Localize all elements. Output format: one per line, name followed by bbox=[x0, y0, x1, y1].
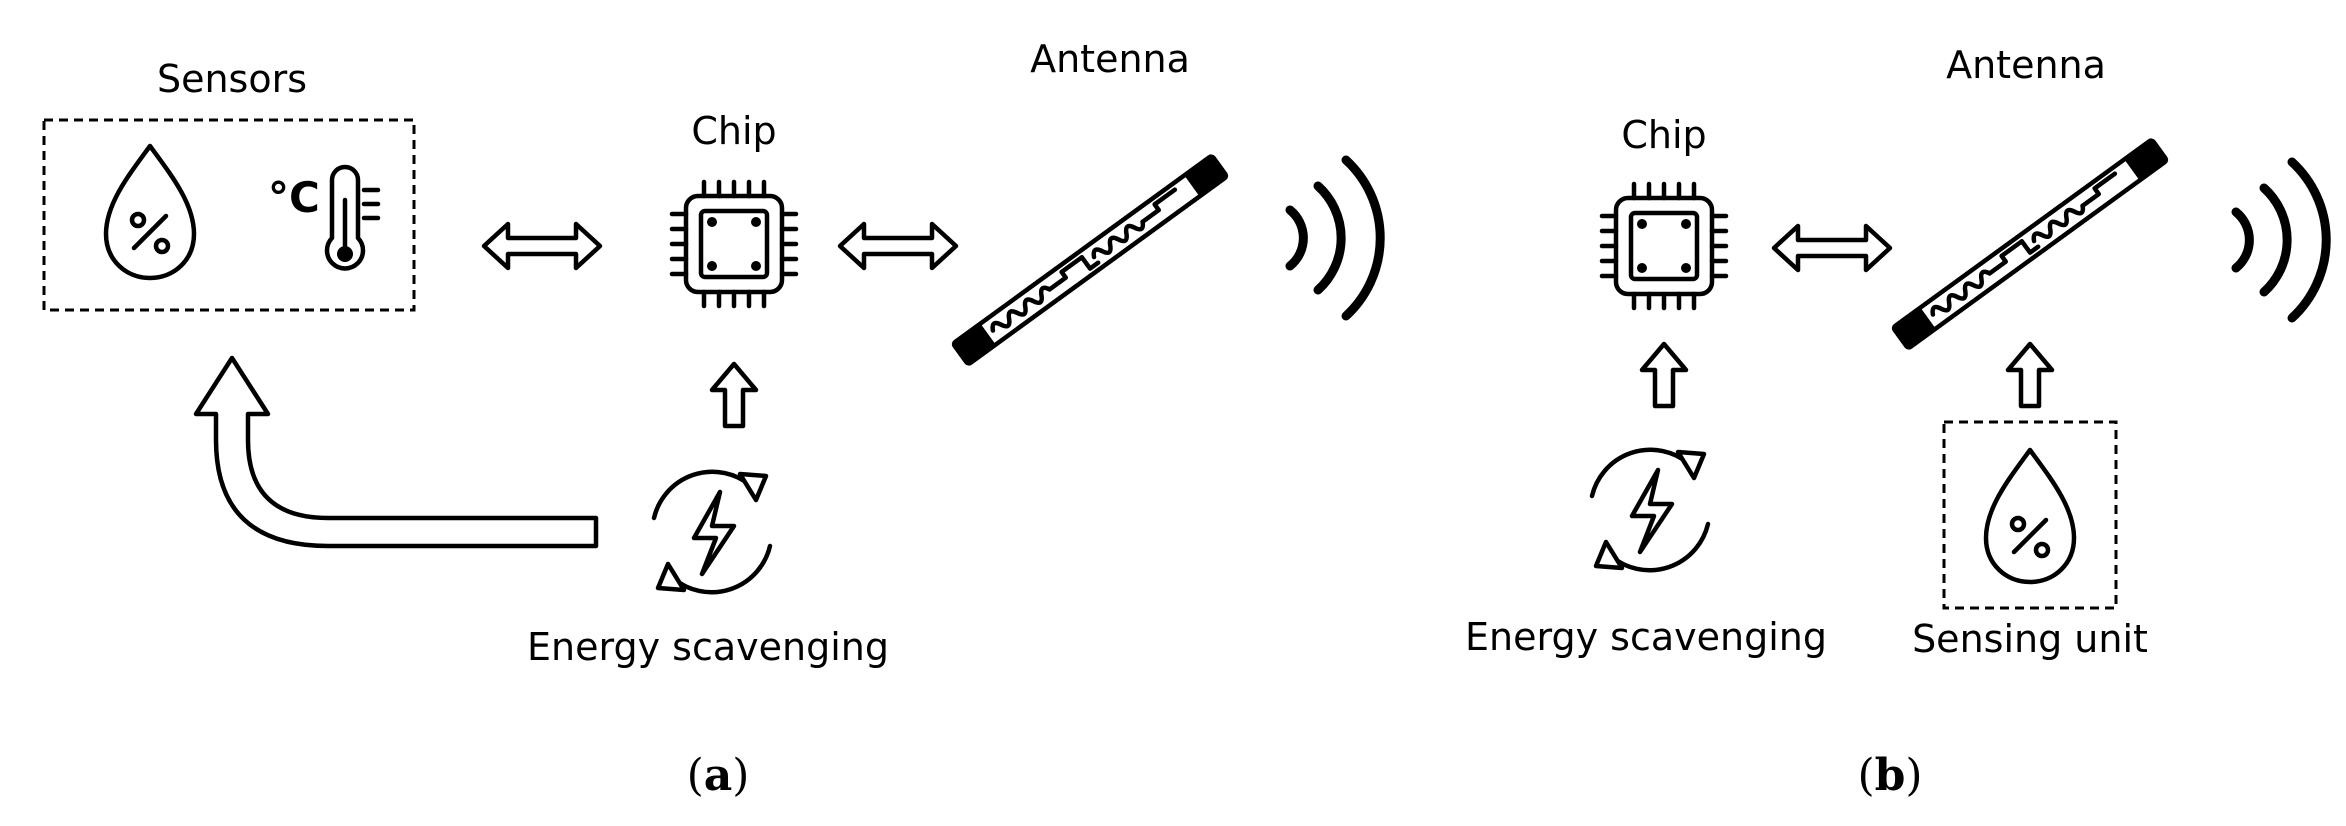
wireless-waves-icon-b bbox=[2231, 157, 2331, 323]
caption-a: (a) bbox=[687, 750, 750, 801]
chip-label-a: Chip bbox=[691, 109, 776, 153]
panel-a: Sensors °C Chip Antenna Energy scavengin… bbox=[42, 37, 1385, 801]
energy-label-b: Energy scavenging bbox=[1465, 615, 1827, 659]
caption-letter-b: b bbox=[1875, 750, 1906, 801]
antenna-label-a: Antenna bbox=[1030, 37, 1190, 81]
antenna-icon-a bbox=[953, 155, 1227, 364]
up-arrow-energy-chip-b bbox=[1642, 344, 1686, 406]
energy-label-a: Energy scavenging bbox=[527, 625, 889, 669]
wireless-waves-icon-a bbox=[1285, 155, 1385, 321]
energy-scavenging-icon-b bbox=[1592, 450, 1708, 570]
humidity-drop-icon bbox=[106, 146, 194, 278]
antenna-label-b: Antenna bbox=[1946, 43, 2106, 87]
chip-icon-a bbox=[672, 182, 796, 306]
sensing-unit-label: Sensing unit bbox=[1912, 617, 2148, 661]
panel-b: Chip Antenna Energy scavenging Sensing u… bbox=[1465, 43, 2331, 801]
thermometer-icon: °C bbox=[268, 164, 381, 271]
double-arrow-sensors-chip bbox=[484, 224, 600, 268]
chip-label-b: Chip bbox=[1621, 113, 1706, 157]
double-arrow-chip-antenna bbox=[840, 224, 956, 268]
up-arrow-energy-chip-a bbox=[712, 364, 756, 426]
curved-arrow-energy-sensors bbox=[193, 355, 599, 549]
sensors-label: Sensors bbox=[157, 57, 307, 101]
humidity-drop-icon-b bbox=[1986, 450, 2074, 582]
antenna-icon-b bbox=[1893, 139, 2167, 348]
up-arrow-sensing-antenna bbox=[2008, 344, 2052, 406]
caption-b: (b) bbox=[1857, 750, 1922, 801]
celsius-label: °C bbox=[268, 173, 320, 222]
chip-icon-b bbox=[1602, 184, 1726, 308]
sensing-unit-box bbox=[1942, 420, 2118, 610]
energy-scavenging-icon-a bbox=[654, 472, 770, 592]
sensors-box bbox=[42, 118, 416, 312]
double-arrow-chip-antenna-b bbox=[1774, 226, 1890, 270]
caption-letter-a: a bbox=[704, 750, 733, 801]
